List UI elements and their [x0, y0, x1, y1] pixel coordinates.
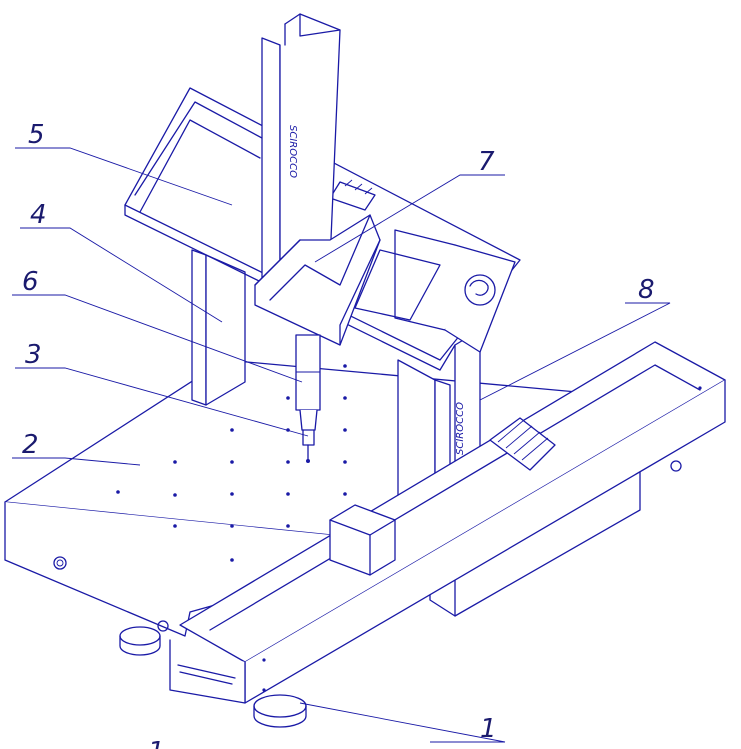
table-holes [116, 364, 347, 562]
rear-column [191, 249, 246, 406]
y-carriage-blocks [329, 417, 556, 576]
machine-feet [119, 626, 307, 728]
label-7: 7 [478, 147, 495, 177]
label-6: 6 [22, 267, 39, 297]
carriage [254, 214, 381, 346]
label-3: 3 [25, 340, 42, 370]
label-8: 8 [638, 275, 655, 305]
label-1: 1 [480, 714, 497, 744]
part-labels: 5 4 6 3 2 7 8 1 1 [22, 120, 655, 749]
label-5: 5 [28, 120, 45, 150]
leader-lines [12, 147, 671, 743]
probe [295, 334, 321, 463]
z-ram: SCIROCCO [261, 13, 341, 291]
label-2: 2 [22, 430, 39, 460]
label-4: 4 [30, 200, 47, 230]
label-bottom: 1 [148, 737, 165, 749]
column-brand-label: SCIROCCO [455, 402, 466, 455]
ram-brand-label: SCIROCCO [287, 125, 298, 178]
